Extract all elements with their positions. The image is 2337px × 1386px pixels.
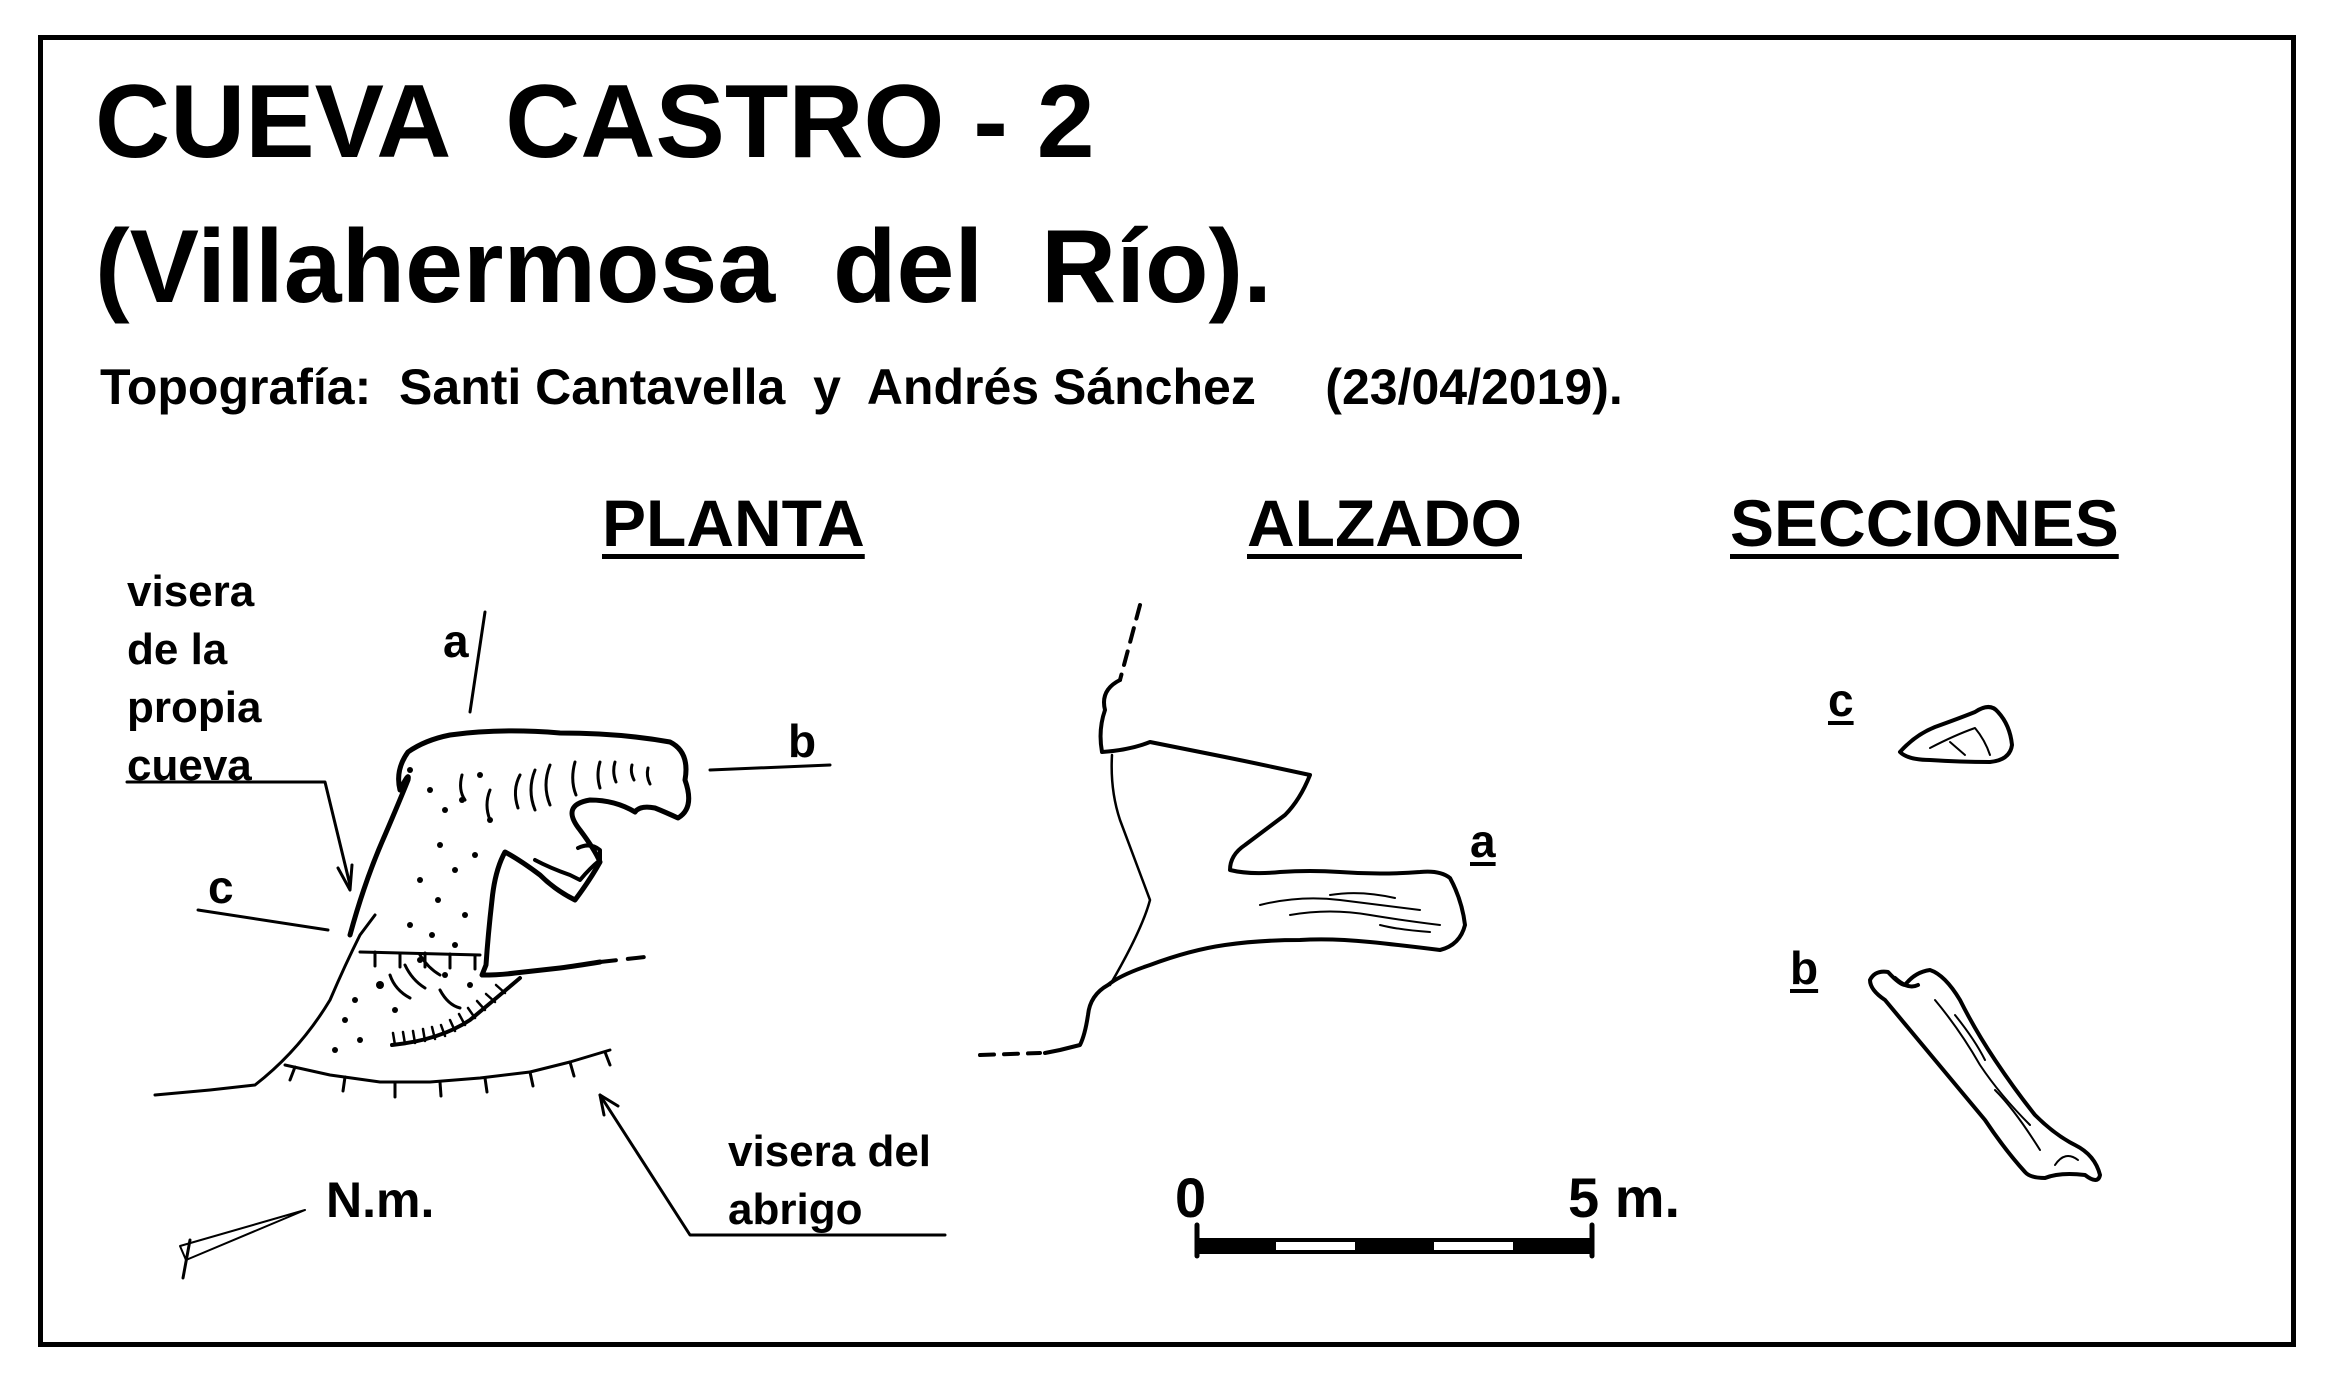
alzado-floor-texture (1259, 892, 1441, 933)
scale-bar (1194, 1222, 1595, 1259)
planta-section-line-b (708, 763, 832, 772)
scale-bar-seg-1 (1197, 1240, 1276, 1252)
planta-cave-outline (347, 728, 692, 978)
alzado-elevation (978, 603, 1467, 1057)
planta-ledge-line (358, 950, 482, 957)
planta-ground-line (153, 913, 377, 1097)
abrigo-overhang-line (283, 1048, 612, 1084)
title-line-2: (Villahermosa del Río). (95, 209, 1273, 325)
secciones-heading: SECCIONES (1730, 486, 2119, 560)
alzado-inner-line (1108, 753, 1152, 987)
planta-floor-dots (332, 767, 493, 1053)
visera-abrigo-leader-arrow (598, 1093, 620, 1117)
planta-section-line-c (196, 908, 330, 932)
planta-slope-line (390, 976, 522, 1047)
visera-cueva-leader (125, 780, 352, 887)
map-frame (38, 35, 2296, 1347)
section-label-b: b (1790, 942, 1819, 994)
visera-abrigo-label: visera del abrigo (728, 1127, 932, 1235)
scale-bar-seg-5 (1513, 1240, 1592, 1252)
north-arrow (179, 1209, 306, 1280)
north-arrow-shape (179, 1209, 306, 1261)
planta-slope-hatch (391, 983, 507, 1047)
section-marker-a-alzado: a (1470, 815, 1496, 867)
section-marker-b-planta: b (788, 715, 817, 767)
visera-abrigo-leader (598, 1093, 947, 1237)
alzado-heading: ALZADO (1247, 486, 1522, 560)
section-marker-c-planta: c (208, 861, 234, 913)
planta-heading: PLANTA (602, 486, 865, 560)
planta-plan (125, 610, 947, 1237)
planta-dripline-dashed (598, 955, 647, 964)
visera-cueva-label: visera de la propia cueva (127, 567, 262, 791)
title-line-1: CUEVA CASTRO - 2 (95, 64, 1095, 180)
section-b-texture (1934, 999, 2079, 1166)
section-marker-a-planta: a (443, 615, 469, 667)
north-label: N.m. (326, 1172, 435, 1228)
planta-ledge-ticks (373, 950, 477, 971)
planta-branch (533, 843, 602, 882)
scale-bar-seg-3 (1355, 1240, 1434, 1252)
planta-roof-arcs (388, 760, 652, 1010)
scale-start-label: 0 (1175, 1166, 1207, 1229)
alzado-outline (1043, 678, 1467, 1055)
abrigo-overhang-ticks (288, 1050, 612, 1099)
planta-section-line-a (468, 610, 487, 714)
section-b-shape (1868, 968, 2102, 1182)
visera-cueva-leader-arrow (336, 863, 354, 892)
survey-credits: Topografía: Santi Cantavella y Andrés Sá… (100, 359, 1623, 415)
section-label-c: c (1828, 674, 1854, 726)
alzado-dashed-bottom (978, 1051, 1042, 1057)
alzado-dashed-top (1118, 603, 1142, 682)
section-c-shape (1898, 705, 2014, 764)
scale-end-label: 5 m. (1568, 1166, 1681, 1229)
